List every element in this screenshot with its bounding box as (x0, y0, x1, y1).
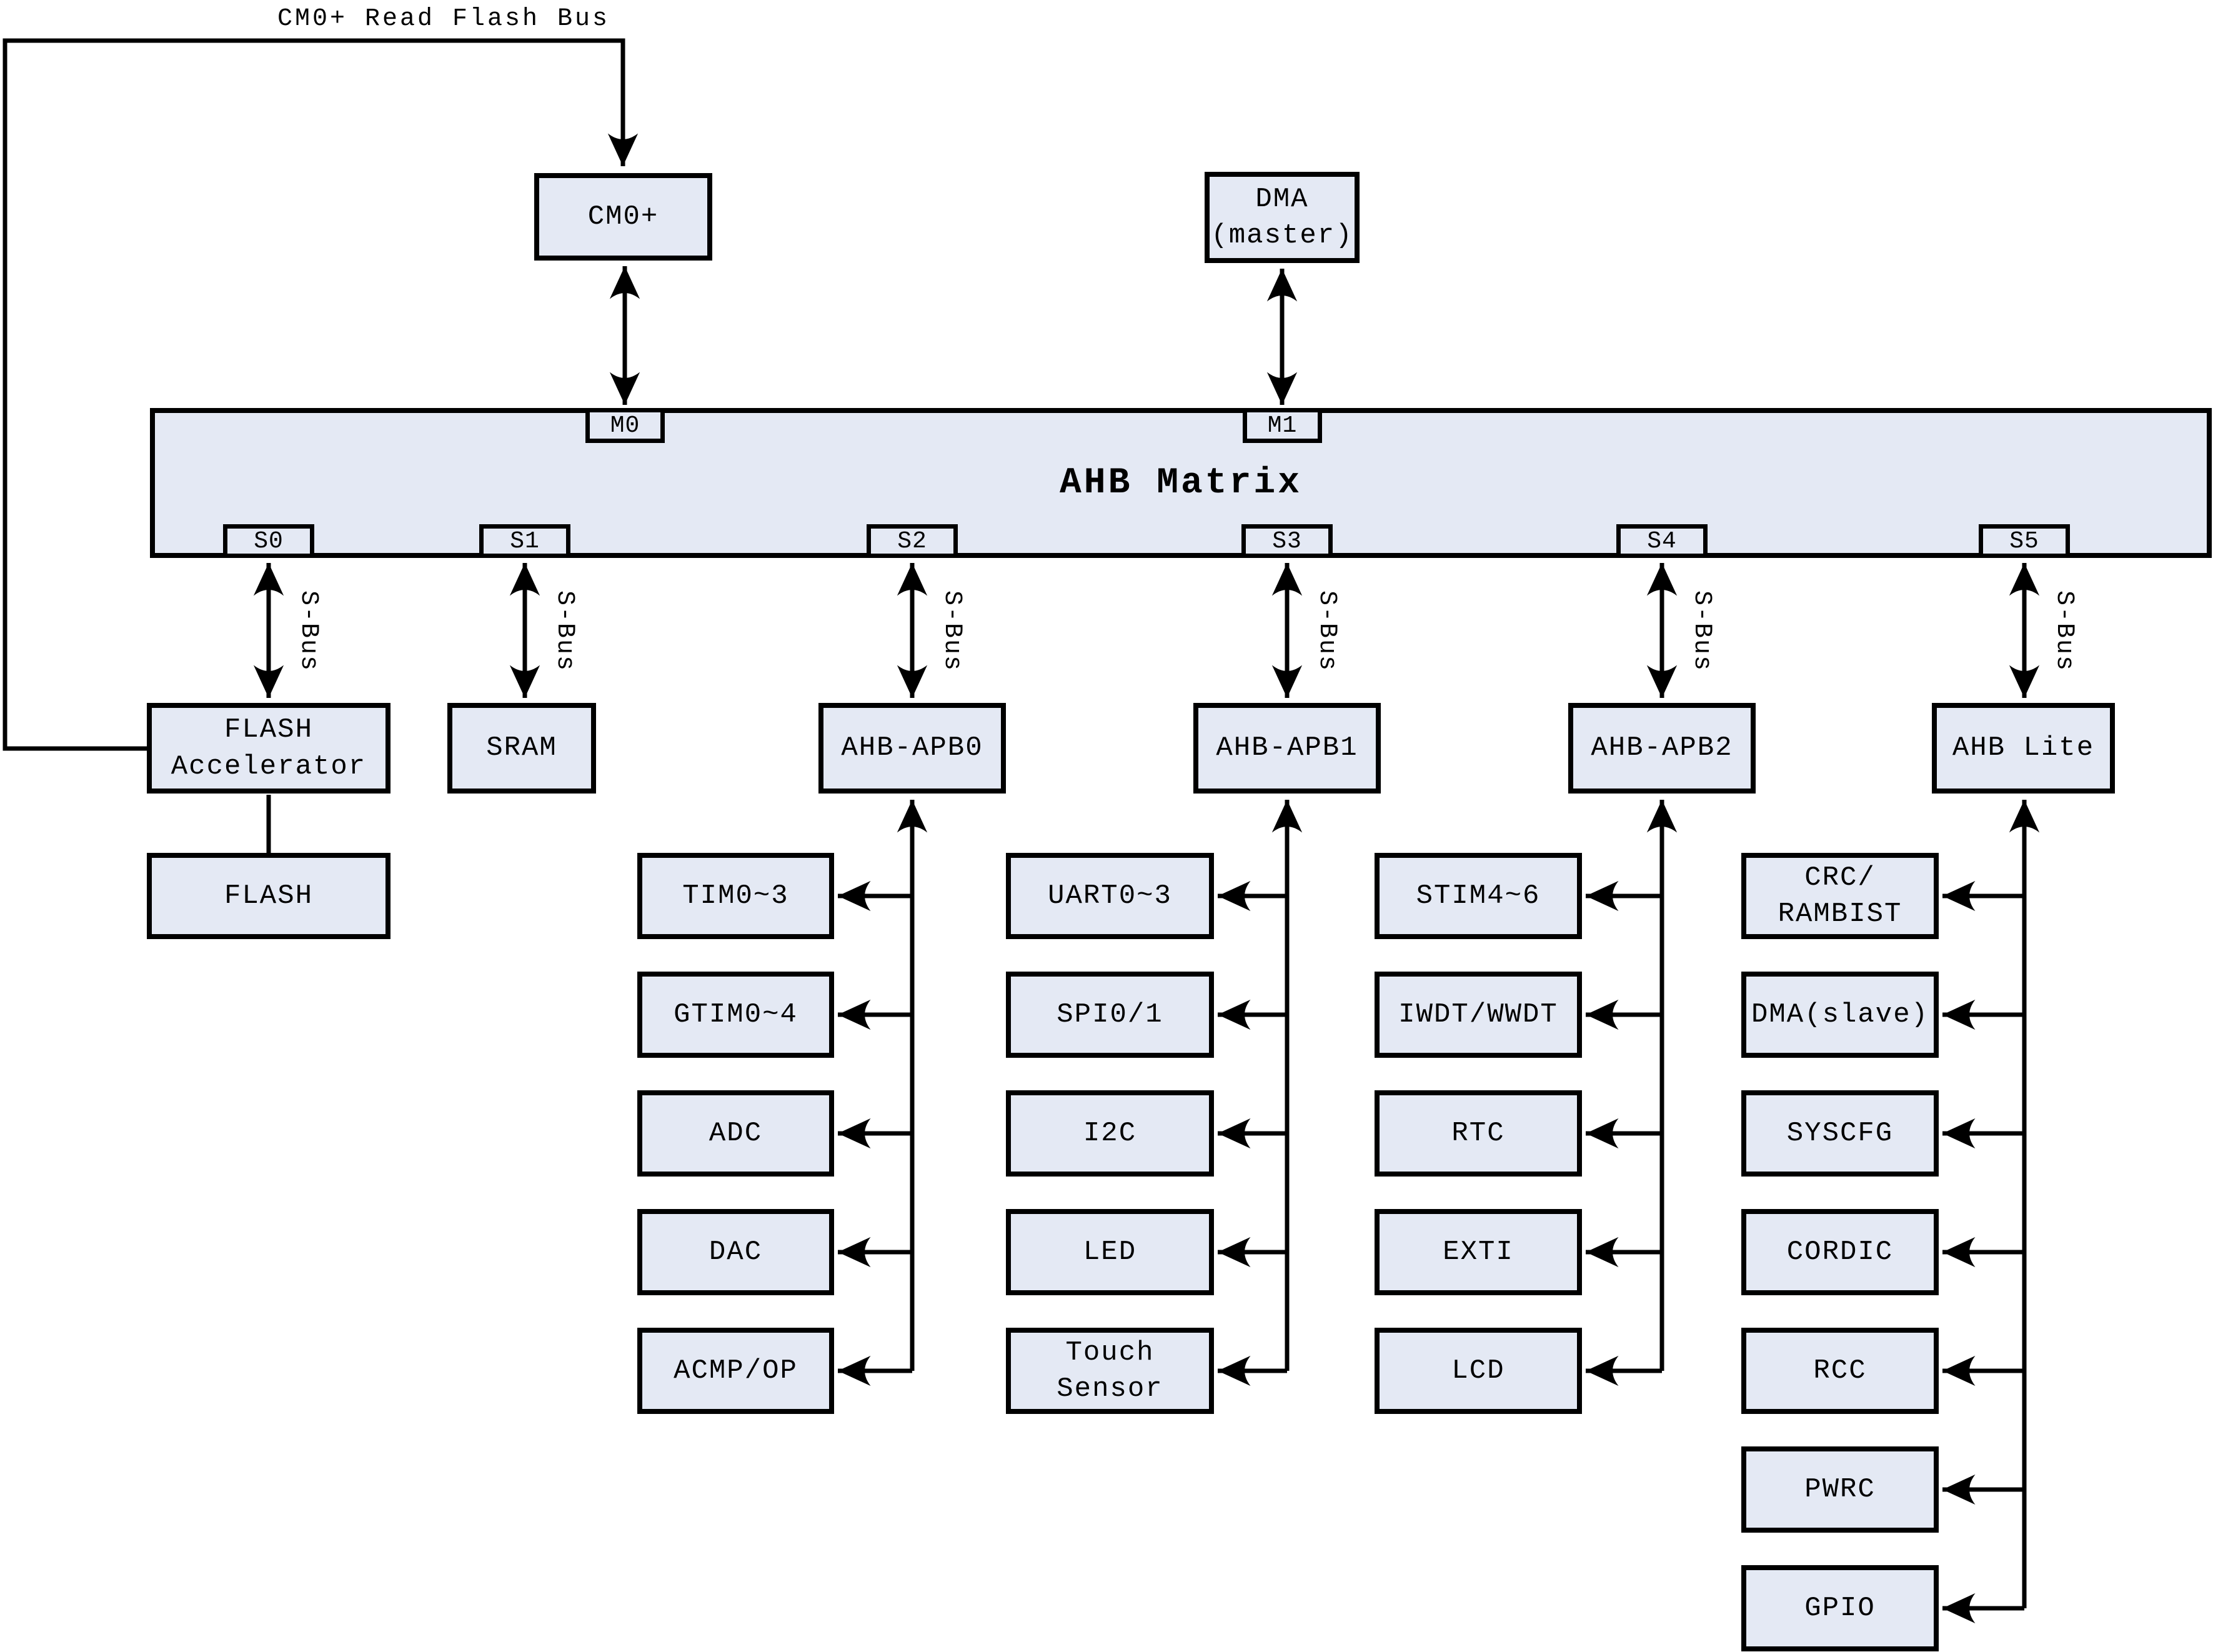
peripheral-tim0-3: TIM0~3 (637, 853, 834, 939)
sram-box: SRAM (447, 703, 596, 794)
flash-accelerator-box: FLASH Accelerator (147, 703, 390, 794)
cm0-master-box: CM0+ (534, 173, 712, 261)
peripheral-dac: DAC (637, 1209, 834, 1295)
ahb-matrix-bar: AHB Matrix (150, 408, 2212, 558)
matrix-port-s5: S5 (1979, 524, 2070, 558)
peripheral-spi0-1: SPI0/1 (1006, 972, 1214, 1058)
peripheral-dma-slave: DMA(slave) (1741, 972, 1939, 1058)
peripheral-rcc: RCC (1741, 1328, 1939, 1414)
peripheral-pwrc: PWRC (1741, 1446, 1939, 1533)
s-bus-label-s4: S-Bus (1688, 590, 1716, 672)
peripheral-led: LED (1006, 1209, 1214, 1295)
ahb-matrix-title: AHB Matrix (1059, 462, 1303, 504)
ahb-apb1-box: AHB-APB1 (1193, 703, 1381, 794)
s-bus-label-s3: S-Bus (1313, 590, 1341, 672)
peripheral-lcd: LCD (1375, 1328, 1582, 1414)
peripheral-crc-rambist: CRC/ RAMBIST (1741, 853, 1939, 939)
ahb-apb0-box: AHB-APB0 (818, 703, 1006, 794)
peripheral-exti: EXTI (1375, 1209, 1582, 1295)
peripheral-rtc: RTC (1375, 1090, 1582, 1177)
matrix-port-s3: S3 (1241, 524, 1333, 558)
matrix-port-s2: S2 (867, 524, 958, 558)
ahb-lite-box: AHB Lite (1932, 703, 2115, 794)
s-bus-label-s1: S-Bus (550, 590, 579, 672)
dma-master-box: DMA (master) (1205, 172, 1360, 263)
matrix-port-m1: M1 (1243, 408, 1322, 443)
peripheral-gpio: GPIO (1741, 1565, 1939, 1651)
s-bus-label-s2: S-Bus (938, 590, 966, 672)
flash-box: FLASH (147, 853, 390, 939)
peripheral-stim4-6: STIM4~6 (1375, 853, 1582, 939)
peripheral-iwdt-wwdt: IWDT/WWDT (1375, 972, 1582, 1058)
peripheral-acmp-op: ACMP/OP (637, 1328, 834, 1414)
peripheral-cordic: CORDIC (1741, 1209, 1939, 1295)
read-flash-bus-label: CM0+ Read Flash Bus (277, 5, 610, 33)
peripheral-uart0-3: UART0~3 (1006, 853, 1214, 939)
peripheral-gtim0-4: GTIM0~4 (637, 972, 834, 1058)
matrix-port-s1: S1 (479, 524, 570, 558)
matrix-port-m0: M0 (585, 408, 665, 443)
matrix-port-s4: S4 (1616, 524, 1708, 558)
s-bus-label-s0: S-Bus (294, 590, 322, 672)
peripheral-adc: ADC (637, 1090, 834, 1177)
ahb-apb2-box: AHB-APB2 (1568, 703, 1756, 794)
s-bus-label-s5: S-Bus (2050, 590, 2078, 672)
peripheral-i2c: I2C (1006, 1090, 1214, 1177)
peripheral-touch-sensor: Touch Sensor (1006, 1328, 1214, 1414)
peripheral-syscfg: SYSCFG (1741, 1090, 1939, 1177)
matrix-port-s0: S0 (223, 524, 314, 558)
